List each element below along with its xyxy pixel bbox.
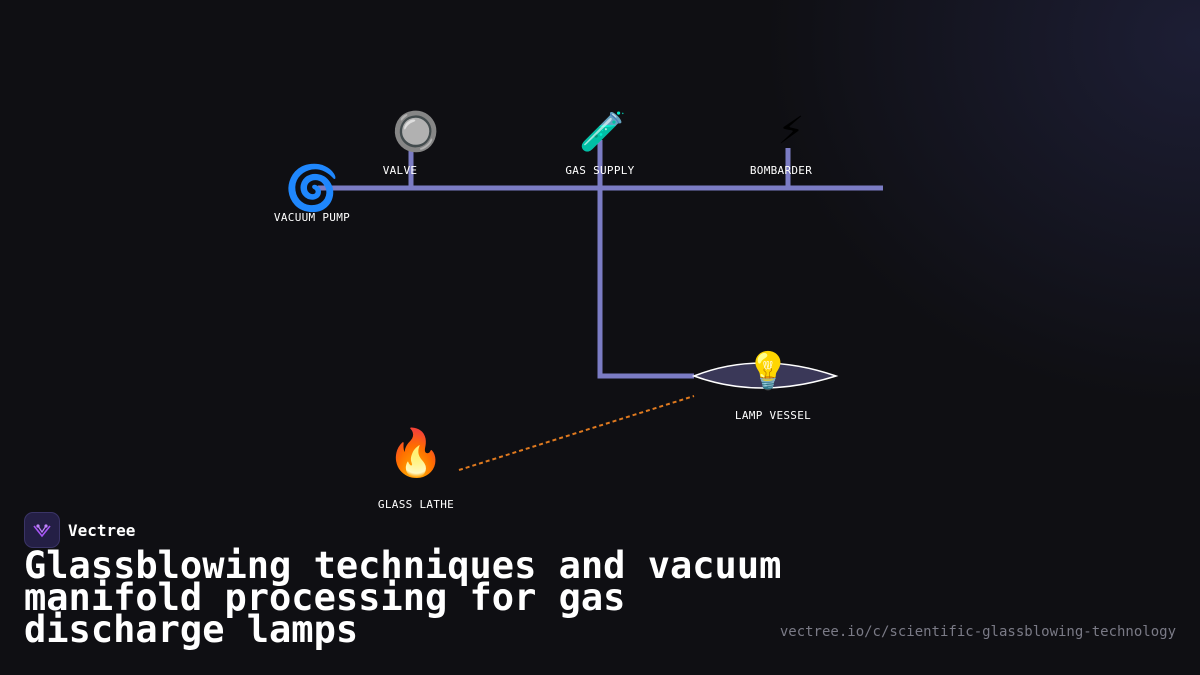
valve-label: VALVE — [383, 164, 418, 177]
vacuum-pump-label: VACUUM PUMP — [274, 211, 350, 224]
manifold-pipes — [318, 140, 883, 379]
page-title: Glassblowing techniques and vacuum manif… — [24, 544, 782, 651]
vacuum-pump-icon: 🌀 — [285, 161, 340, 214]
bombarder-label: BOMBARDER — [750, 164, 812, 177]
glass-lathe-icon: 🔥 — [387, 426, 444, 480]
lamp-vessel-shape — [691, 362, 839, 389]
lamp-vessel-label: LAMP VESSEL — [735, 409, 811, 422]
source-url: vectree.io/c/scientific-glassblowing-tec… — [779, 624, 1176, 640]
vessel-feed-line — [597, 188, 694, 379]
vectree-logo-icon — [24, 512, 60, 548]
brand-name: Vectree — [68, 520, 136, 540]
lamp-vessel-icon: 💡 — [746, 350, 791, 392]
lathe-link — [458, 395, 695, 471]
bombarder-icon: ⚡ — [778, 109, 805, 153]
brand: Vectree — [24, 512, 135, 548]
valve-icon: 🔘 — [392, 110, 439, 154]
gas-supply-label: GAS SUPPLY — [565, 164, 634, 177]
glass-lathe-label: GLASS LATHE — [378, 498, 454, 511]
gas-supply-icon: 🧪 — [579, 110, 626, 154]
